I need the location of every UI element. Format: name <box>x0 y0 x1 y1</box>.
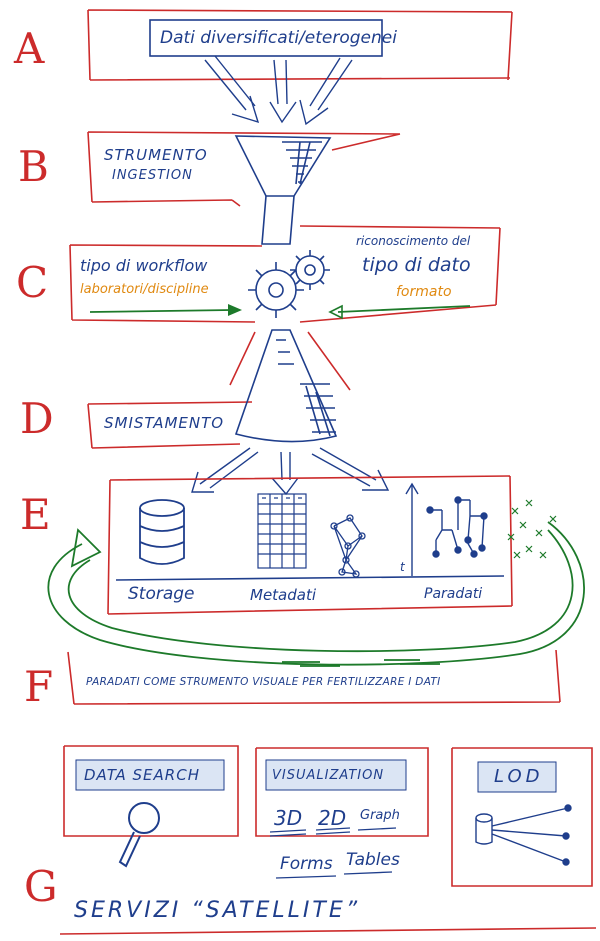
vis-item-2d: 2D <box>318 806 347 830</box>
sorting-arrows <box>191 447 390 496</box>
funnel-icon <box>234 135 332 245</box>
outputs-baseline <box>115 575 505 581</box>
paradata-label: Paradati <box>424 586 483 602</box>
box-g <box>59 745 597 935</box>
metadata-label: Metadati <box>250 586 317 604</box>
datatype-subtitle: formato <box>396 284 452 300</box>
vis-item-graph: Graph <box>360 808 400 823</box>
sorting-label: SMISTAMENTO <box>104 414 225 432</box>
label-b: B <box>18 142 49 191</box>
label-a: A <box>14 24 45 73</box>
vis-item-3d: 3D <box>274 806 303 830</box>
gears-icon <box>248 250 330 318</box>
box-b <box>87 131 401 207</box>
lod-panel <box>477 761 557 793</box>
paradata-loop <box>47 521 585 667</box>
datatype-title-line1: riconoscimento del <box>356 234 471 248</box>
label-d: D <box>20 394 54 443</box>
vis-underlines <box>269 827 397 879</box>
paradata-caption: PARADATI COME STRUMENTO VISUALE PER FERT… <box>86 676 441 688</box>
metadata-graph-icon <box>330 514 366 578</box>
box-c <box>69 225 501 323</box>
datatype-title-line2: tipo di dato <box>362 254 471 276</box>
label-c: C <box>16 258 49 307</box>
input-arrows <box>204 55 353 126</box>
box-f <box>67 649 561 705</box>
services-footer: SERVIZI “SATELLITE” <box>74 898 361 923</box>
workflow-arrow <box>89 304 242 316</box>
vis-item-forms: Forms <box>280 854 333 874</box>
ingestion-line1: STRUMENTO <box>104 146 208 164</box>
visualization-title: VISUALIZATION <box>272 768 385 783</box>
box-d <box>87 331 351 449</box>
lod-links-icon <box>475 804 572 866</box>
storage-icon <box>139 499 185 565</box>
input-box-label: Dati diversificati/eterogenei <box>160 28 397 48</box>
data-search-panel <box>75 759 225 791</box>
vis-item-tables: Tables <box>346 850 400 870</box>
sparkles-icon <box>507 499 557 559</box>
data-search-title: DATA SEARCH <box>84 766 200 784</box>
label-e: E <box>20 490 51 539</box>
ingestion-line2: INGESTION <box>112 168 193 183</box>
input-box <box>149 19 383 57</box>
metadata-table-icon <box>257 493 307 569</box>
magnifier-icon <box>118 802 160 868</box>
datatype-arrow <box>328 304 471 320</box>
sorting-funnel-icon <box>234 329 338 443</box>
lod-title: LOD <box>494 766 544 787</box>
label-f: F <box>24 662 54 711</box>
label-g: G <box>24 862 58 911</box>
box-e <box>107 475 513 615</box>
visualization-panel <box>265 759 407 791</box>
storage-label: Storage <box>128 584 195 604</box>
workflow-subtitle: laboratori/discipline <box>80 282 209 297</box>
box-a <box>87 9 513 81</box>
paradata-timeline-icon <box>405 482 488 576</box>
workflow-title: tipo di workflow <box>80 256 208 275</box>
time-axis-label: t <box>400 560 405 574</box>
